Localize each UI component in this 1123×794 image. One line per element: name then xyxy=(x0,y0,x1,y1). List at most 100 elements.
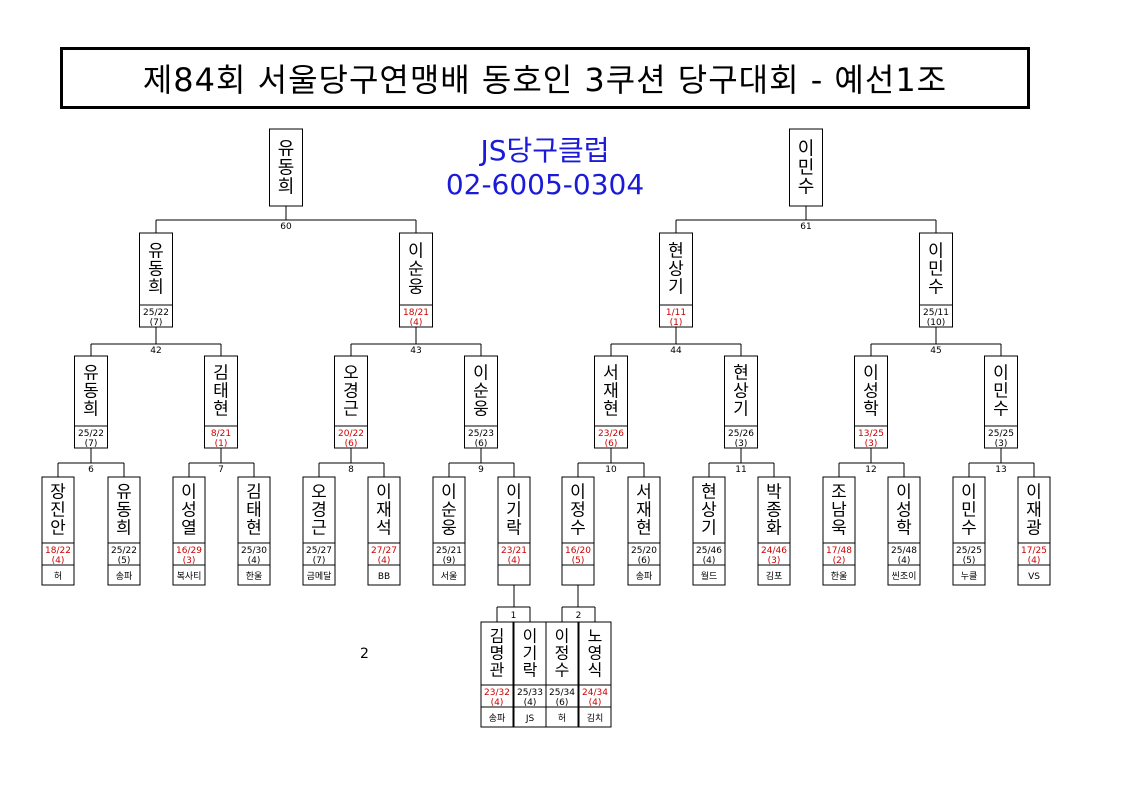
player-name-char: 상 xyxy=(668,259,684,279)
player-box xyxy=(545,621,579,728)
player-score: 17/25 xyxy=(1021,546,1047,556)
player-club: 김치 xyxy=(587,712,604,724)
match-number: 7 xyxy=(218,465,224,475)
player-high-run: (7) xyxy=(313,556,326,566)
player-name-char: 동 xyxy=(148,259,164,279)
player-high-run: (4) xyxy=(589,698,602,708)
player-club: 한울 xyxy=(831,571,848,582)
player-name-char: 남 xyxy=(831,500,847,520)
title-box: 제84회 서울당구연맹배 동호인 3쿠션 당구대회 - 예선1조 xyxy=(60,47,1030,109)
player-high-run: (4) xyxy=(378,556,391,566)
player-name-char: 태 xyxy=(246,500,262,520)
player-name-char: 유 xyxy=(148,241,164,261)
player-name-char: 이 xyxy=(961,482,977,502)
player-score: 20/22 xyxy=(338,429,364,439)
player-name-char: 열 xyxy=(181,518,197,538)
player-name-char: 수 xyxy=(928,277,944,297)
player-score: 23/32 xyxy=(484,688,510,698)
player-score: 25/30 xyxy=(241,546,267,556)
player-score: 18/21 xyxy=(403,308,429,318)
player-name-char: 이 xyxy=(376,482,392,502)
player-name-char: 동 xyxy=(116,500,132,520)
player-club: 복사티 xyxy=(177,571,202,582)
player-high-run: (1) xyxy=(670,318,683,328)
player-score: 25/11 xyxy=(923,308,949,318)
page-title: 제84회 서울당구연맹배 동호인 3쿠션 당구대회 - 예선1조 xyxy=(142,61,948,99)
player-high-run: (5) xyxy=(118,556,131,566)
player-name-char: 현 xyxy=(603,399,619,419)
player-name-char: 근 xyxy=(343,399,359,419)
player-high-run: (4) xyxy=(1028,556,1041,566)
player-name-char: 유 xyxy=(116,482,132,502)
player-name-char: 이 xyxy=(928,241,944,261)
player-score: 25/34 xyxy=(549,688,575,698)
player-name-char: 욱 xyxy=(831,518,847,538)
player-name-char: 동 xyxy=(278,157,295,178)
player-club: 씬조이 xyxy=(892,571,917,582)
player-name-char: 노 xyxy=(588,627,603,646)
player-box xyxy=(367,476,401,586)
player-high-run: (4) xyxy=(703,556,716,566)
player-high-run: (4) xyxy=(52,556,65,566)
player-box xyxy=(41,476,75,586)
player-score: 24/34 xyxy=(582,688,608,698)
player-high-run: (6) xyxy=(556,698,569,708)
player-high-run: (4) xyxy=(491,698,504,708)
player-name-char: 웅 xyxy=(473,399,489,419)
player-high-run: (1) xyxy=(215,439,228,449)
player-score: 23/26 xyxy=(598,429,624,439)
player-name-char: 현 xyxy=(636,518,652,538)
player-name-char: 기 xyxy=(733,399,749,419)
player-box xyxy=(757,476,791,586)
player-name-char: 동 xyxy=(83,381,99,401)
player-high-run: (3) xyxy=(183,556,196,566)
player-score: 25/22 xyxy=(78,429,104,439)
player-name-char: 경 xyxy=(311,500,327,520)
player-score: 1/11 xyxy=(666,308,686,318)
player-club: 허 xyxy=(558,713,566,724)
player-box xyxy=(1017,476,1051,586)
player-name-char: 이 xyxy=(993,363,1009,383)
player-score: 25/26 xyxy=(728,429,754,439)
player-high-run: (7) xyxy=(85,439,98,449)
match-number: 6 xyxy=(88,465,94,475)
player-high-run: (5) xyxy=(963,556,976,566)
player-club: 금메달 xyxy=(307,570,332,582)
player-name-char: 수 xyxy=(993,399,1009,419)
player-name-char: 종 xyxy=(766,500,782,520)
club-name: JS당구클럽 xyxy=(480,134,610,167)
player-name-char: 이 xyxy=(555,627,570,646)
player-name-char: 수 xyxy=(555,661,570,680)
player-name-char: 경 xyxy=(343,381,359,401)
match-number: 12 xyxy=(865,465,876,475)
player-box xyxy=(237,476,271,586)
player-high-run: (6) xyxy=(475,439,488,449)
player-club: 송파 xyxy=(116,571,133,582)
player-name-char: 박 xyxy=(766,482,782,502)
player-name-char: 석 xyxy=(376,518,392,538)
player-box xyxy=(302,476,336,586)
player-name-char: 락 xyxy=(523,661,538,680)
player-box xyxy=(172,476,206,586)
match-number: 13 xyxy=(995,465,1006,475)
player-high-run: (4) xyxy=(898,556,911,566)
player-score: 25/27 xyxy=(306,546,332,556)
player-name-char: 서 xyxy=(636,482,652,502)
player-name-char: 이 xyxy=(473,363,489,383)
player-name-char: 현 xyxy=(213,399,229,419)
player-high-run: (3) xyxy=(865,439,878,449)
player-club: 월드 xyxy=(701,570,718,582)
player-high-run: (6) xyxy=(638,556,651,566)
player-name-char: 오 xyxy=(311,482,327,502)
player-score: 8/21 xyxy=(211,429,231,439)
player-name-char: 민 xyxy=(798,157,815,178)
player-box xyxy=(578,621,612,728)
player-box xyxy=(822,476,856,586)
player-high-run: (5) xyxy=(572,556,585,566)
player-name-char: 현 xyxy=(246,518,262,538)
player-name-char: 현 xyxy=(701,482,717,502)
player-name-char: 이 xyxy=(523,627,538,646)
player-name-char: 유 xyxy=(278,138,295,159)
player-high-run: (9) xyxy=(443,556,456,566)
